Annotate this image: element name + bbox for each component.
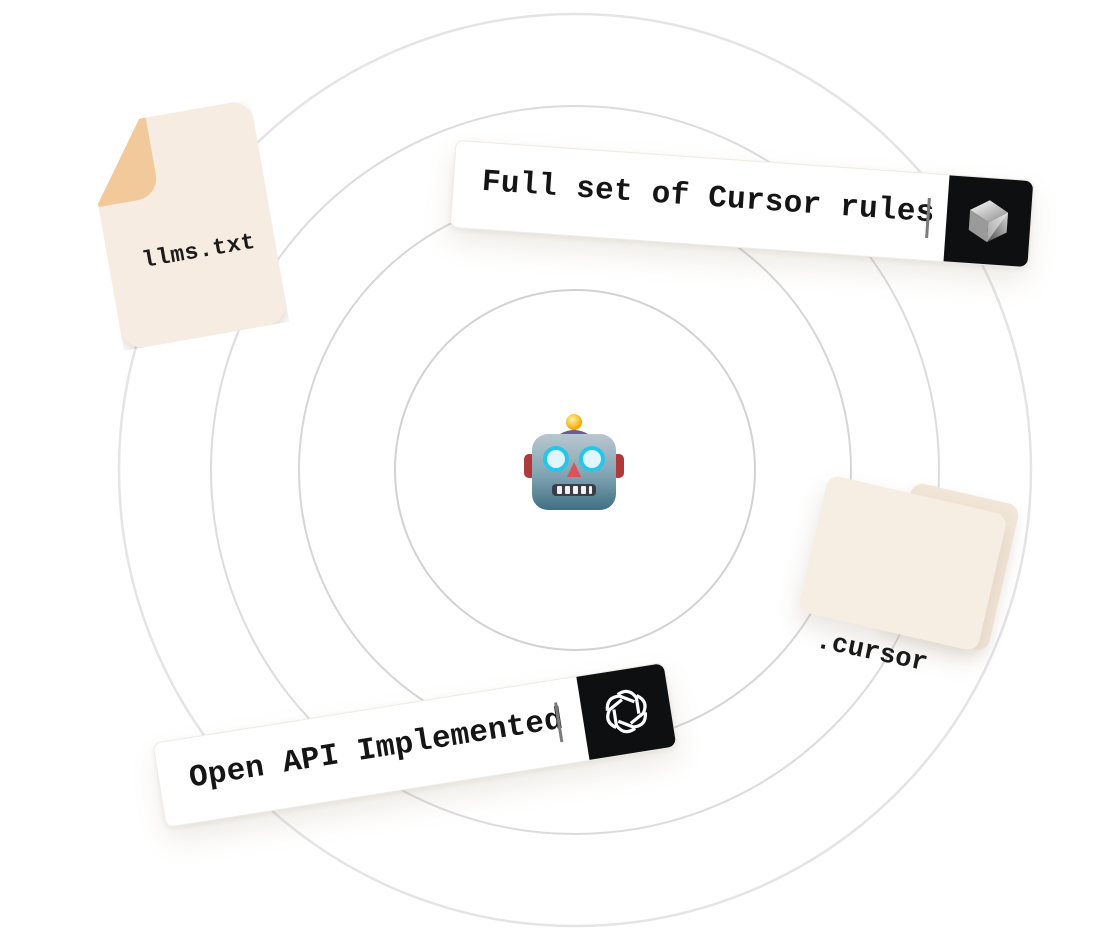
file-label: llms.txt xyxy=(140,228,258,275)
robot-face-icon xyxy=(524,414,624,510)
openai-bar: Open API Implemented xyxy=(152,662,678,828)
cursor-rules-text: Full set of Cursor rules xyxy=(480,164,936,232)
openai-logo-box xyxy=(576,663,677,760)
cursor-rules-bar: Full set of Cursor rules xyxy=(449,139,1035,269)
ring-3 xyxy=(210,105,940,835)
ring-outer xyxy=(117,12,1033,928)
cursor-logo-icon xyxy=(968,200,1009,243)
openai-logo-icon xyxy=(605,689,648,734)
cursor-logo-box xyxy=(943,175,1034,268)
ring-inner xyxy=(394,289,756,651)
